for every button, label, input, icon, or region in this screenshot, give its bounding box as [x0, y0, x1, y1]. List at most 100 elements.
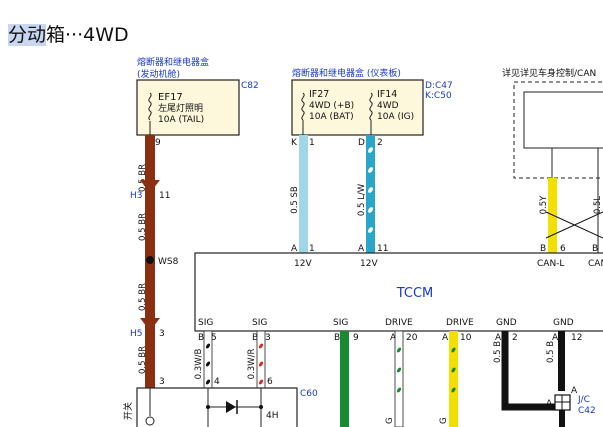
wire-wb-label: 0.3W/B — [194, 349, 204, 380]
fuse-icon — [301, 92, 305, 135]
c60-relay-label: 4H — [266, 411, 279, 421]
wire-sb — [299, 135, 308, 253]
wire-lw-label: 0.5 L/W — [357, 183, 367, 216]
page-title-rest: 箱···4WD — [46, 24, 129, 46]
tccm-bottom-6-letter: A — [495, 333, 502, 343]
fuse-ef17-rating: 10A (TAIL) — [158, 115, 204, 125]
tccm-top-pin-4-letter: B — [592, 244, 598, 254]
fusebox1-pin: 9 — [155, 138, 161, 148]
tccm-top-pin-3-label: CAN-L — [537, 259, 564, 269]
tccm-bottom-3-num: 9 — [353, 333, 359, 343]
fusebox1-title-2: (发动机舱) — [137, 68, 180, 80]
wire-wr-stripes — [258, 343, 264, 385]
connector-h3-pin: 11 — [159, 191, 170, 201]
fusebox2-code-d: D:C47 — [425, 81, 453, 91]
fuse-icon — [148, 92, 152, 121]
switch-icon — [145, 416, 155, 426]
tccm-bottom-2-num: 3 — [265, 333, 271, 343]
fusebox2-pin-d: 2 — [377, 138, 383, 148]
splice-ws8-label: WS8 — [158, 257, 179, 267]
ref-box-outer — [513, 81, 603, 179]
connector-h5-pin: 3 — [159, 329, 165, 339]
page-title: 分动箱···4WD — [8, 20, 129, 50]
fuse-if14-id: IF14 — [377, 89, 397, 100]
tccm-bottom-6-num: 2 — [512, 333, 518, 343]
wire-wb-stripes — [205, 343, 211, 385]
fusebox1-code: C82 — [241, 81, 259, 91]
tccm-bottom-6-label: GND — [496, 318, 517, 328]
fusebox2-conn-k: K — [291, 138, 298, 148]
fusebox2-pin-k: 1 — [309, 138, 315, 148]
wire-drive-1-code: G — [385, 417, 395, 424]
tccm-bottom-2-label: SIG — [252, 318, 267, 328]
joint-connector-pin-a2: A — [546, 399, 553, 409]
c60-side-text: 开关 — [122, 402, 134, 420]
tccm-name: TCCM — [396, 286, 434, 301]
tccm-module — [194, 252, 603, 332]
tccm-bottom-2-letter: B — [252, 333, 258, 343]
tccm-bottom-3-label: SIG — [333, 318, 348, 328]
tccm-bottom-5-letter: A — [442, 333, 449, 343]
joint-connector-pin-a: A — [571, 386, 578, 396]
fuse-icon — [369, 92, 373, 135]
wire-drive-2 — [449, 331, 458, 427]
wire-drive-1 — [394, 330, 404, 427]
tccm-top-pin-3-letter: B — [540, 244, 546, 254]
wire-drive-2-stripes — [451, 347, 456, 393]
tccm-bottom-5-num: 10 — [460, 333, 472, 343]
ref-box-inner — [523, 91, 603, 149]
page-title-highlight: 分动 — [8, 24, 47, 46]
fuse-ef17-desc: 左尾灯照明 — [158, 102, 203, 114]
wire-br-label-4: 0.5 BR — [138, 346, 148, 374]
wire-br-label-2: 0.5 BR — [138, 213, 148, 241]
tccm-top-pin-1-num: 1 — [309, 244, 315, 254]
wire-br-label-1: 0.5 BR — [138, 164, 148, 192]
connector-h5-arrow — [140, 318, 160, 331]
wire-lw-stripes — [368, 147, 373, 233]
joint-connector-name: J/C — [577, 395, 590, 405]
tccm-top-pin-2-label: 12V — [360, 259, 378, 269]
tccm-top-pin-3-num: 6 — [560, 244, 566, 254]
tccm-bottom-1-label: SIG — [198, 318, 213, 328]
fuse-if14-line: 4WD — [377, 101, 399, 111]
c60-pin-2: 6 — [267, 377, 273, 387]
wire-drive-2-code: G — [439, 417, 449, 424]
wire-br-label-3: 0.5 BR — [138, 283, 148, 311]
fusebox2-conn-d: D — [358, 138, 365, 148]
connector-h3-name: H3 — [130, 191, 143, 201]
fusebox1-box — [136, 79, 240, 136]
tccm-bottom-7-letter: A — [552, 333, 559, 343]
wire-sb-label: 0.5 SB — [290, 186, 300, 214]
fuse-if27-line: 4WD (+B) — [309, 101, 354, 111]
c60-pin-1: 4 — [214, 377, 220, 387]
wire-lw — [366, 135, 375, 253]
tccm-top-pin-1-letter: A — [291, 244, 298, 254]
wire-y-label: 0.5Y — [539, 195, 549, 215]
c60-code: C60 — [300, 389, 318, 399]
tccm-bottom-1-letter: B — [198, 333, 204, 343]
tccm-bottom-1-num: 5 — [211, 333, 217, 343]
diode-icon — [226, 401, 236, 413]
tccm-top-pin-2-letter: A — [358, 244, 365, 254]
connector-h3-arrow — [140, 180, 160, 193]
tccm-top-pin-2-num: 11 — [377, 244, 388, 254]
fusebox2-box — [291, 79, 424, 136]
fuse-if14-rating: 10A (IG) — [377, 112, 414, 122]
fuse-if27-id: IF27 — [309, 89, 329, 100]
fuse-if27-rating: 10A (BAT) — [309, 112, 354, 122]
fuse-ef17-id: EF17 — [158, 92, 183, 103]
tccm-top-pin-1-label: 12V — [294, 259, 312, 269]
wire-gnd-1-label: 0.5 B — [493, 341, 503, 363]
tccm-bottom-4-letter: A — [390, 333, 397, 343]
tccm-bottom-5-label: DRIVE — [446, 318, 474, 328]
wire-gnd-2 — [558, 331, 565, 391]
tccm-top-pin-4-label: CAN — [588, 259, 603, 269]
wire-wr-label: 0.3W/R — [247, 349, 257, 380]
wire-drive-1-stripes — [396, 347, 402, 393]
connector-h5-name: H5 — [130, 329, 143, 339]
fusebox2-title: 熔断器和继电器盒 (仪表板) — [292, 67, 401, 79]
connector-h5-pin-below: 3 — [159, 377, 165, 387]
tccm-bottom-7-label: GND — [553, 318, 574, 328]
tccm-bottom-3-letter: B — [334, 333, 340, 343]
